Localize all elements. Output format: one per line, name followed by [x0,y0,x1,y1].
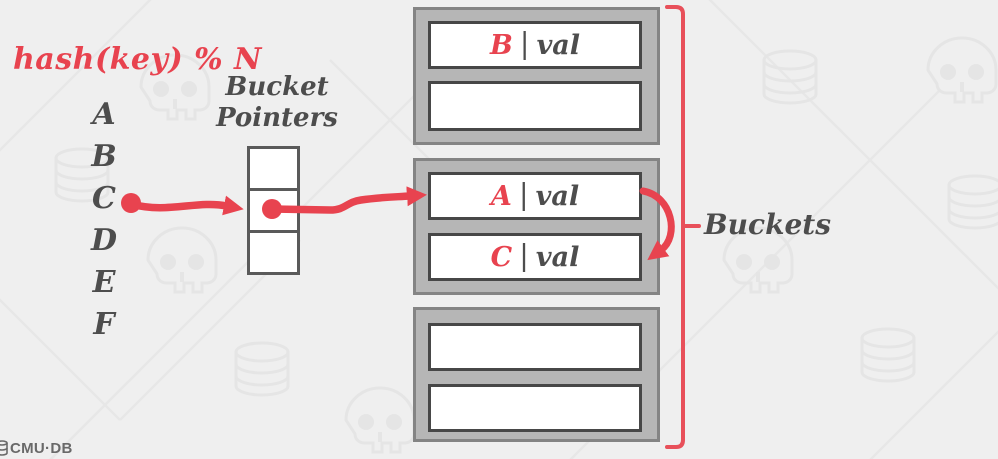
bucket-1-slot-1: B | val [428,21,642,69]
bucket-pointer-table [247,146,300,275]
bucket-3-slot-1 [428,323,642,371]
bucket-1: B | val [413,7,660,145]
hash-arrow [127,195,244,216]
cmudb-logo: CMU·DB [0,438,73,458]
bucket-1-slot-2 [428,81,642,131]
bucket-pointers-label: Bucket Pointers [207,72,347,134]
bucket-2-slot-2: C | val [428,233,642,281]
database-icon [0,439,8,456]
slot-key: B [489,29,513,61]
bucket-pointers-label-line2: Pointers [216,103,338,133]
key-letter-b: B [91,139,117,174]
bucket-pointers-label-line1: Bucket [225,72,329,102]
bucket-3-slot-2 [428,384,642,432]
cmudb-logo-text: CMU·DB [10,439,73,457]
slot-key: A [490,180,512,212]
key-letter-f: F [93,307,115,342]
slot-separator: | [519,26,530,60]
key-letter-d: D [90,223,117,258]
bucket-2: A | val C | val [413,158,660,295]
pointer-cell-2 [250,230,297,272]
bucket-2-slot-1: A | val [428,172,642,220]
key-letter-a: A [92,97,116,132]
bucket-3 [413,307,660,442]
slot-separator: | [518,177,529,211]
slot-separator: | [519,238,529,272]
slot-value: val [536,29,581,61]
hash-function-label: hash(key) % N [13,42,262,77]
buckets-label: Buckets [704,208,831,241]
slot-key: C [490,241,513,273]
key-letter-c: C [92,181,116,216]
slot-value: val [535,180,580,212]
pointer-cell-0 [250,149,297,188]
buckets-bracket [665,5,701,449]
slot-value: val [535,241,580,273]
key-letter-e: E [92,265,116,300]
pointer-cell-1 [250,188,297,230]
